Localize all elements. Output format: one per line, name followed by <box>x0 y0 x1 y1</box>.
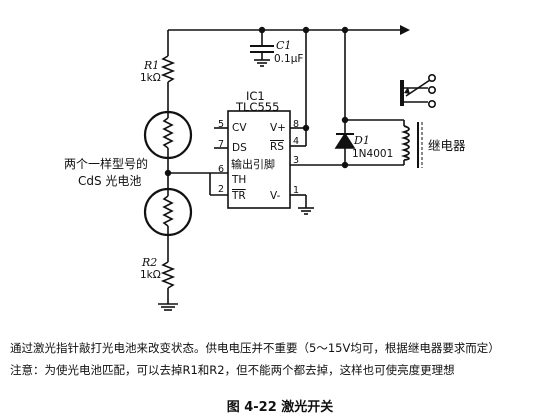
photocell-label-line2: CdS 光电池 <box>78 174 142 188</box>
note-line-1: 通过激光指针敲打光电池来改变状态。供电电压并不重要（5～15V均可，根据继电器要… <box>10 341 500 355</box>
r1-name: R1 <box>144 59 160 72</box>
pin-3-num: 3 <box>293 155 300 166</box>
supply-arrow <box>400 25 410 35</box>
c1-name: C1 <box>276 39 292 52</box>
r2-resistor <box>160 261 176 289</box>
relay-contact-1 <box>427 74 436 83</box>
pin-4-name: RS <box>270 141 284 153</box>
d1-value: 1N4001 <box>352 148 394 160</box>
ic-part: TLC555 <box>236 100 280 114</box>
photocell-label-line1: 两个一样型号的 <box>64 157 149 171</box>
circuit-diagram <box>143 25 436 311</box>
d1-diode <box>334 132 356 149</box>
pin-1-name: V- <box>270 190 281 202</box>
pin-1-num: 1 <box>293 185 300 196</box>
pin-6-num: 6 <box>218 164 225 175</box>
ic-ref: IC1 <box>246 89 265 103</box>
pin-2-name: TR <box>232 190 246 202</box>
relay-coil <box>400 125 410 161</box>
c1-value: 0.1μF <box>274 53 304 65</box>
pin-6-name: TH <box>232 174 247 186</box>
pin-4-num: 4 <box>293 136 300 147</box>
r2-value: 1kΩ <box>140 269 161 281</box>
pin-7-name: DS <box>232 142 247 154</box>
pin-2-num: 2 <box>218 184 225 195</box>
pin-5-num: 5 <box>218 119 225 130</box>
r1-value: 1kΩ <box>140 72 161 84</box>
pin-8-num: 8 <box>293 119 300 130</box>
relay-label: 继电器 <box>428 138 466 153</box>
pin-8-name: V+ <box>270 122 286 134</box>
relay-switch-frame <box>400 80 404 106</box>
pin-7-num: 7 <box>218 139 225 150</box>
pin-5-name: CV <box>232 122 247 134</box>
ic-body <box>227 110 291 209</box>
d1-name: D1 <box>354 134 370 147</box>
r1-resistor <box>160 55 176 83</box>
relay-contact-3 <box>427 100 436 109</box>
pin-3-name: 输出引脚 <box>231 158 275 171</box>
relay-contact-2 <box>427 86 436 95</box>
figure-caption: 图 4-22 激光开关 <box>226 400 334 415</box>
r2-name: R2 <box>142 256 158 269</box>
note-line-2: 注意：为使光电池匹配，可以去掉R1和R2，但不能两个都去掉，这样也可使亮度更理想 <box>10 363 455 377</box>
